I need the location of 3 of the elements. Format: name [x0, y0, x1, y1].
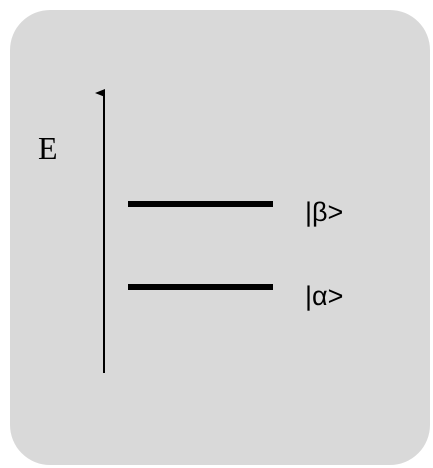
energy-level-label: |β>: [305, 199, 344, 226]
energy-level-label: |α>: [305, 283, 344, 310]
axis-label: E: [38, 132, 58, 164]
